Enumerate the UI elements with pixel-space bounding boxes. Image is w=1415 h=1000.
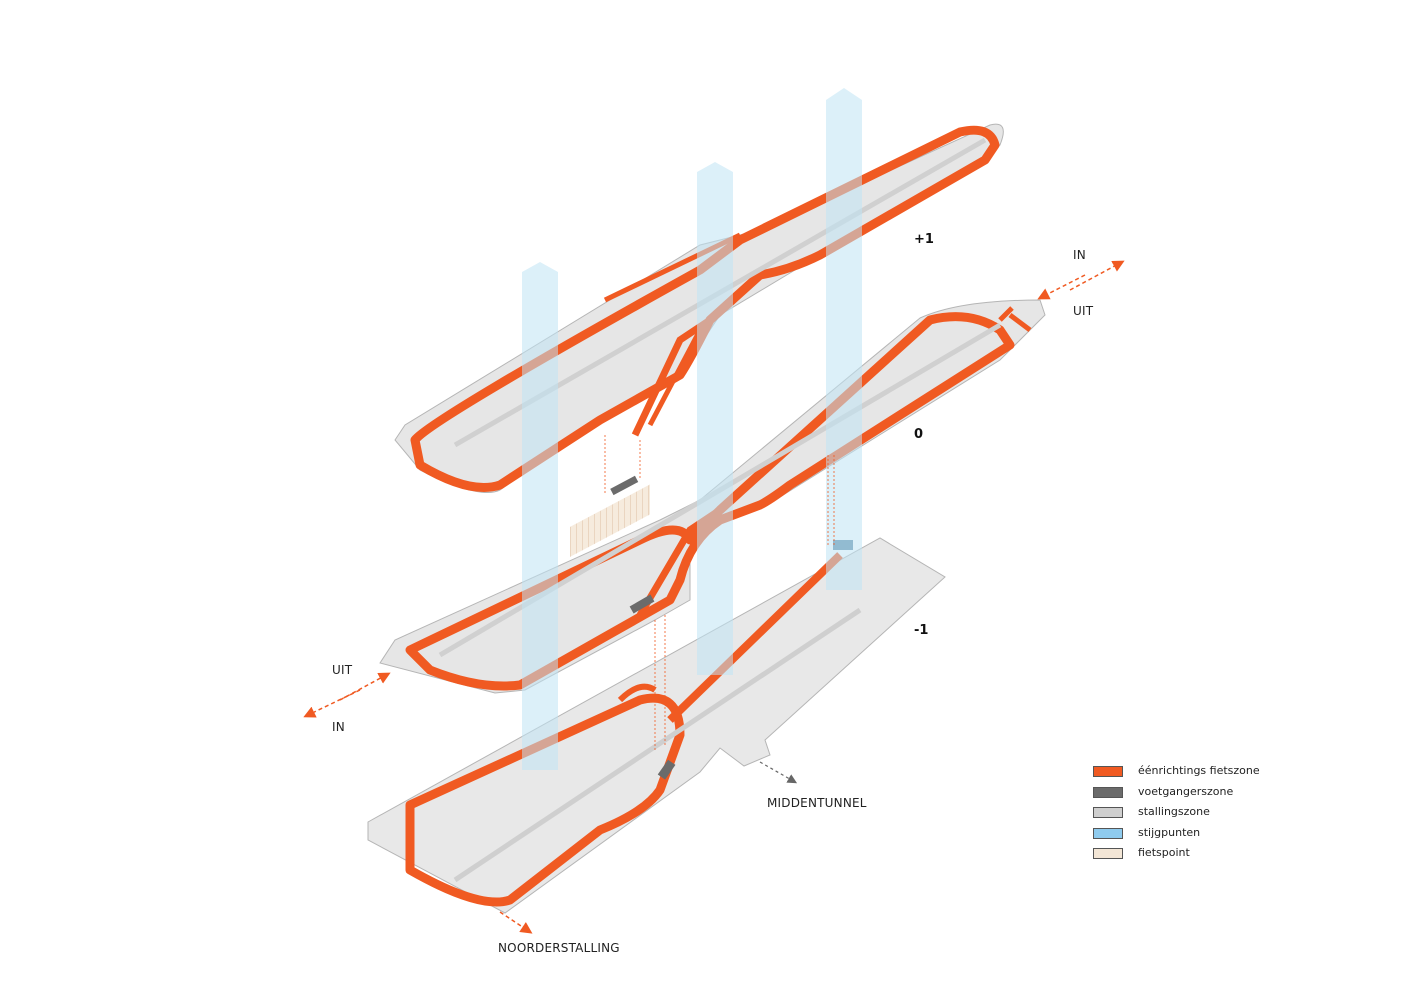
label-middentunnel: MIDDENTUNNEL xyxy=(767,796,867,810)
level-minus-1-bike-branch xyxy=(617,683,657,703)
arrow-middentunnel xyxy=(759,761,798,784)
legend-swatch-stairs xyxy=(1093,827,1123,839)
arrow-top-in xyxy=(1069,260,1125,291)
level-minus-1-bike-loop xyxy=(405,693,685,907)
level-minus-1-bike-lane xyxy=(667,552,843,723)
level-plus-1-bike-loop xyxy=(410,125,1000,492)
level-label-plus-1: +1 xyxy=(914,232,934,247)
stair-core-right xyxy=(826,88,862,590)
legend-item-fietspoint: fietspoint xyxy=(1093,844,1353,865)
vertical-connectors xyxy=(604,435,835,750)
stair-core-middle xyxy=(697,162,733,675)
label-top-in: IN xyxy=(1073,248,1086,262)
legend-swatch-bike xyxy=(1093,766,1123,777)
level-0-bike-loop xyxy=(405,312,1015,691)
label-top-out: UIT xyxy=(1073,304,1094,318)
level-0-pedestrian-bridge xyxy=(610,475,639,496)
level-minus-1-pedestrian-zone xyxy=(657,759,676,780)
label-noorderstalling: NOORDERSTALLING xyxy=(498,941,620,955)
level-0-pedestrian-zone xyxy=(629,594,655,614)
arrow-top-out xyxy=(1037,274,1086,300)
label-left-in: IN xyxy=(332,720,345,734)
legend-item-parking: stallingszone xyxy=(1093,803,1353,824)
legend-label-parking: stallingszone xyxy=(1138,805,1210,818)
level-plus-1-bike-ramp-2 xyxy=(647,328,703,427)
legend-swatch-parking xyxy=(1093,807,1123,818)
legend-label-stairs: stijgpunten xyxy=(1138,825,1201,839)
legend-label-pedestrian: voetgangerszone xyxy=(1138,784,1234,798)
arrow-left-out xyxy=(339,672,391,701)
legend-label-fietspoint: fietspoint xyxy=(1138,846,1190,859)
legend-item-pedestrian: voetgangerszone xyxy=(1093,783,1353,804)
arrow-left-in xyxy=(303,689,361,718)
level-minus-1-floor xyxy=(367,537,946,914)
label-left-out: UIT xyxy=(332,663,353,677)
arrow-noorderstalling xyxy=(499,911,533,934)
legend: éénrichtings fietszone voetgangerszone s… xyxy=(1093,762,1353,865)
stair-core-left xyxy=(522,262,558,770)
level-0-fietspoint-zone xyxy=(570,484,650,557)
stair-cores xyxy=(522,88,862,770)
level-label-minus-1: -1 xyxy=(914,623,929,638)
legend-label-bike: éénrichtings fietszone xyxy=(1138,764,1260,777)
legend-swatch-fietspoint xyxy=(1093,848,1123,859)
legend-item-stairs: stijgpunten xyxy=(1093,824,1353,845)
legend-item-bike: éénrichtings fietszone xyxy=(1093,762,1353,783)
level-minus-1 xyxy=(367,537,946,914)
legend-swatch-pedestrian xyxy=(1093,786,1123,798)
flow-arrows xyxy=(303,260,1125,934)
level-label-0: 0 xyxy=(914,427,924,442)
